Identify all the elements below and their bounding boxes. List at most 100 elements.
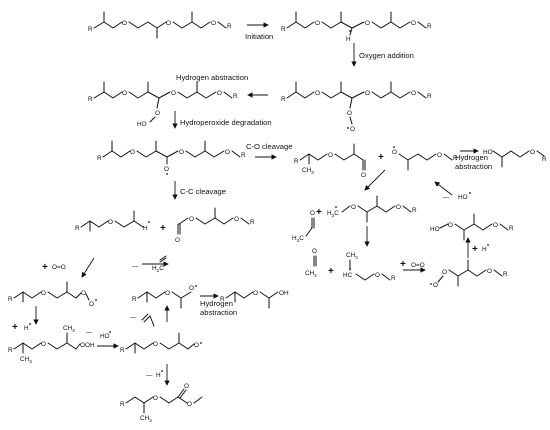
minus-sign: — [132,263,139,270]
arrow-beta-scission [364,169,386,191]
atom-r: R [509,225,514,232]
atom-o: O [411,90,416,97]
atom-r: R [503,271,508,278]
plus-sign: + [12,322,18,333]
atom-o: O [164,166,169,173]
atom-o: O [312,248,317,255]
atom-h: H [346,36,351,43]
atom-ch3: CH3 [140,415,152,423]
atom-r: R [427,23,432,30]
atom-r: R [227,23,232,30]
plus-sign: + [42,262,48,273]
atom-o: O [411,20,416,27]
atom-ooh: OOH [80,342,95,349]
atom-r: R [250,219,255,226]
molecule-alkoxy-radical: R O O O O R [97,140,246,175]
atom-h: H [482,246,487,253]
arrow-o2-addition-left [81,257,95,278]
minus-sign: — [146,372,153,379]
atom-r: R [88,96,93,103]
atom-o: O [365,20,370,27]
molecule-hydroperoxide-left: R CH3 O CH3 OOH [8,325,95,364]
molecule-starting-polymer: R O O O R [88,11,232,39]
molecule-acetaldehyde: H3C O [292,210,315,243]
atom-h: H [24,325,29,332]
atom-o: O [315,90,320,97]
atom-o: O [122,20,127,27]
label-hydroperoxide-degradation: Hydroperoxide degradation [180,118,272,127]
atom-r: R [427,93,432,100]
atom-o: O [153,395,158,402]
atom-ho: HO [458,194,468,201]
atom-o: O [396,204,401,211]
minus-sign: — [86,329,93,336]
atom-o: O [184,383,189,390]
atom-o: O [347,110,352,117]
molecule-secondary-radical: R O H [75,210,150,232]
atom-o: O [310,210,315,217]
atom-h3c: H3C [292,235,304,243]
atom-hc: HC [343,272,353,279]
atom-o: O [41,290,46,297]
molecule-peroxy-left: R O O O [8,281,97,308]
atom-o: O [234,216,239,223]
atom-o: O [155,110,160,117]
atom-o: O [122,90,127,97]
atom-h2c: H2C [152,265,164,273]
molecule-formate: O O O R [175,207,255,244]
atom-o: O [253,290,258,297]
atom-o: O [171,90,176,97]
atom-r: R [220,296,225,303]
plus-sign: + [328,266,334,277]
molecule-formaldehyde: O CH2 [305,248,317,278]
plus-sign: + [378,152,384,163]
atom-o: O [211,20,216,27]
atom-o: O [217,90,222,97]
dioxygen: O=O [411,262,425,269]
atom-o: O [130,149,135,156]
label-hydrogen-abstraction-right-1: Hydrogen [455,153,488,162]
label-co-cleavage: C-O cleavage [246,142,292,151]
minus-sign: — [443,194,450,201]
atom-o: O [179,149,184,156]
atom-r: R [97,155,102,162]
atom-r: R [8,296,13,303]
label-cc-cleavage: C-C cleavage [180,187,226,196]
atom-r: R [132,296,137,303]
molecule-hydroperoxide-right: HO O O R [430,213,514,241]
atom-o: O [530,149,535,156]
dioxygen: O=O [52,264,66,271]
atom-o: O [442,269,447,276]
atom-r: R [233,93,238,100]
molecule-ester-bottom: R CH3 O O O [120,383,203,423]
molecule-alcohol-center: R O OH [220,290,289,309]
molecule-peroxy-right: O O O R [430,259,508,289]
atom-ch3: CH3 [63,325,75,333]
label-hydrogen-abstraction-mid-2: abstraction [200,308,237,317]
atom-o: O [433,282,438,289]
atom-o: O [153,341,158,348]
atom-o: O [375,272,380,279]
atom-h2c: H2C [327,210,339,218]
atom-h: H [156,372,161,379]
atom-r: R [281,96,286,103]
atom-o: O [351,204,356,211]
atom-o: O [175,237,180,244]
atom-o: O [392,149,397,156]
label-hydrogen-abstraction-right-2: abstraction [455,162,492,171]
atom-r: R [412,207,417,214]
atom-o: O [315,20,320,27]
label-oxygen-addition: Oxygen addition [359,51,414,60]
plus-sign: + [472,244,478,255]
label-hydrogen-abstraction-mid-1: Hydrogen [200,299,233,308]
atom-oh: OH [279,290,289,297]
molecule-hydroperoxide: R O O HO O O R [88,81,238,128]
atom-ch3: CH3 [346,252,358,260]
atom-o: O [108,219,113,226]
atom-ho: HO [100,333,110,340]
atom-o: O [448,222,453,229]
atom-r: R [241,152,246,159]
minus-sign: — [130,314,137,321]
